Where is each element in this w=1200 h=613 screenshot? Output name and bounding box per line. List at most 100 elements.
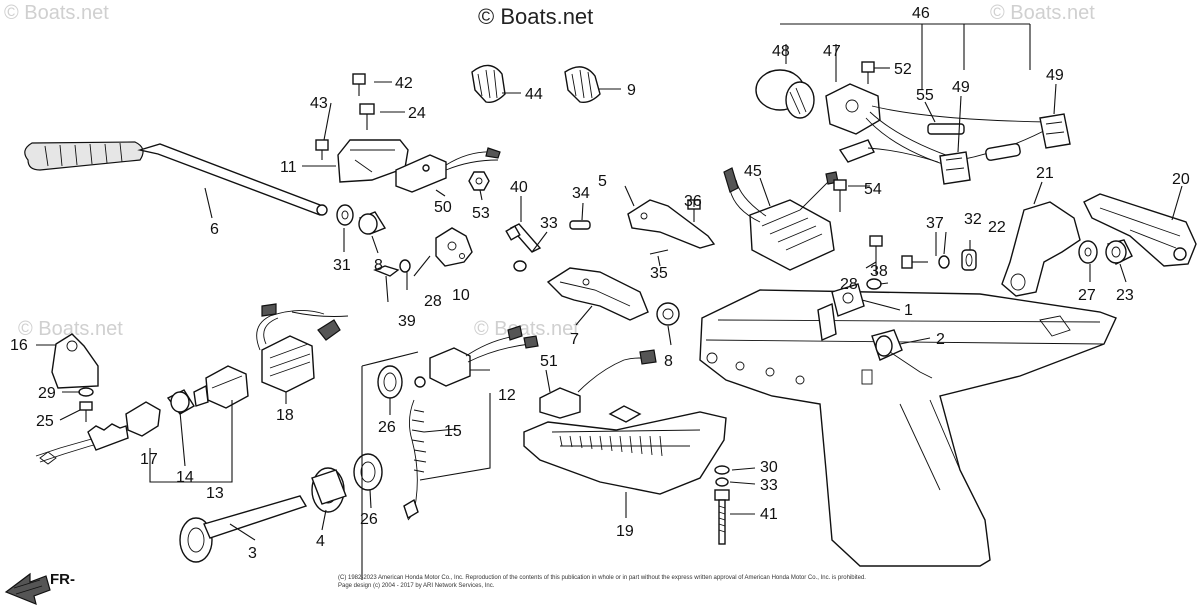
washer-32-part[interactable] xyxy=(938,255,950,269)
grommet-22-part[interactable] xyxy=(961,249,977,271)
callout-49-left[interactable]: 49 xyxy=(952,79,970,96)
callout-54[interactable]: 54 xyxy=(864,181,882,198)
grip-19-part[interactable] xyxy=(523,405,727,495)
switch-bracket-part[interactable] xyxy=(337,139,409,183)
bolt-37-part[interactable] xyxy=(901,255,928,269)
callout-53[interactable]: 53 xyxy=(472,205,490,222)
callout-46[interactable]: 46 xyxy=(912,5,930,22)
callout-50[interactable]: 50 xyxy=(434,199,452,216)
washer-27-part[interactable] xyxy=(1078,240,1098,264)
callout-11[interactable]: 11 xyxy=(280,159,297,176)
callout-3[interactable]: 3 xyxy=(248,545,257,562)
throttle-cam-7-part[interactable] xyxy=(546,267,649,321)
grommet-4-part[interactable] xyxy=(311,467,347,513)
callout-4[interactable]: 4 xyxy=(316,533,325,550)
washer-29-part[interactable] xyxy=(78,387,94,397)
clamp-44-part[interactable] xyxy=(471,64,506,104)
nut-53-part[interactable] xyxy=(468,171,490,191)
switch-2-part[interactable] xyxy=(871,329,933,379)
callout-22[interactable]: 22 xyxy=(988,219,1006,236)
washer-31-part[interactable] xyxy=(336,204,354,226)
callout-16[interactable]: 16 xyxy=(10,337,28,354)
bolt-43-part[interactable] xyxy=(315,139,329,160)
bolt-39-part[interactable] xyxy=(373,265,400,277)
fuse-cylinder-part[interactable] xyxy=(985,143,1021,161)
bolt-41-part[interactable] xyxy=(714,489,730,545)
callout-9[interactable]: 9 xyxy=(627,82,636,99)
callout-27[interactable]: 27 xyxy=(1078,287,1096,304)
callout-39[interactable]: 39 xyxy=(398,313,416,330)
callout-41[interactable]: 41 xyxy=(760,506,778,523)
bolt-25-part[interactable] xyxy=(79,401,93,422)
bushing-23-part[interactable] xyxy=(1105,239,1133,265)
callout-33-lower[interactable]: 33 xyxy=(760,477,778,494)
bolt-54-part[interactable] xyxy=(833,179,847,212)
switch-13-part[interactable] xyxy=(193,365,249,409)
bracket-16-part[interactable] xyxy=(51,333,99,389)
nut-26-lower-part[interactable] xyxy=(353,453,383,491)
callout-6[interactable]: 6 xyxy=(210,221,219,238)
cable-17-part[interactable] xyxy=(35,401,161,465)
callout-8-upper[interactable]: 8 xyxy=(374,257,383,274)
callout-30[interactable]: 30 xyxy=(760,459,778,476)
callout-31[interactable]: 31 xyxy=(333,257,351,274)
callout-42[interactable]: 42 xyxy=(395,75,413,92)
callout-34[interactable]: 34 xyxy=(572,185,590,202)
callout-48[interactable]: 48 xyxy=(772,43,790,60)
callout-7[interactable]: 7 xyxy=(570,331,579,348)
callout-21[interactable]: 21 xyxy=(1036,165,1054,182)
callout-45[interactable]: 45 xyxy=(744,163,762,180)
callout-40[interactable]: 40 xyxy=(510,179,528,196)
connector-47-part[interactable] xyxy=(825,83,881,135)
callout-38[interactable]: 38 xyxy=(870,263,888,280)
lower-case-part[interactable] xyxy=(699,289,1117,567)
lever-plate-10-part[interactable] xyxy=(435,227,473,267)
callout-18[interactable]: 18 xyxy=(276,407,294,424)
callout-28-right[interactable]: 28 xyxy=(840,276,858,293)
callout-37[interactable]: 37 xyxy=(926,215,944,232)
washer-28-left-part[interactable] xyxy=(399,259,411,273)
callout-19[interactable]: 19 xyxy=(616,523,634,540)
callout-36[interactable]: 36 xyxy=(684,193,702,210)
callout-49-right[interactable]: 49 xyxy=(1046,67,1064,84)
callout-26-lower[interactable]: 26 xyxy=(360,511,378,528)
callout-5[interactable]: 5 xyxy=(598,173,607,190)
callout-10[interactable]: 10 xyxy=(452,287,470,304)
callout-51[interactable]: 51 xyxy=(540,353,558,370)
stop-switch-12-part[interactable] xyxy=(429,325,539,387)
callout-52[interactable]: 52 xyxy=(894,61,912,78)
lever-21-part[interactable] xyxy=(1001,201,1081,297)
lanyard-15-part[interactable] xyxy=(403,376,427,521)
callout-15[interactable]: 15 xyxy=(444,423,462,440)
bolt-38-part[interactable] xyxy=(869,235,883,274)
bracket-5-part[interactable] xyxy=(627,199,716,249)
rectifier-45-part[interactable] xyxy=(723,167,839,271)
sensor-51-part[interactable] xyxy=(539,349,657,419)
bolt-52-part[interactable] xyxy=(861,61,875,84)
callout-12[interactable]: 12 xyxy=(498,387,516,404)
callout-32[interactable]: 32 xyxy=(964,211,982,228)
callout-1[interactable]: 1 xyxy=(904,302,913,319)
callout-35[interactable]: 35 xyxy=(650,265,668,282)
nut-26-upper-part[interactable] xyxy=(377,365,403,399)
clamp-9-part[interactable] xyxy=(564,66,601,104)
callout-2[interactable]: 2 xyxy=(936,331,945,348)
callout-17[interactable]: 17 xyxy=(140,451,158,468)
washer-33-lower-part[interactable] xyxy=(715,477,729,487)
collar-8-lower-part[interactable] xyxy=(656,302,680,326)
callout-33-upper[interactable]: 33 xyxy=(540,215,558,232)
callout-44[interactable]: 44 xyxy=(525,86,543,103)
callout-55[interactable]: 55 xyxy=(916,87,934,104)
fuse-holder-49-left-part[interactable] xyxy=(939,151,971,185)
callout-26-upper[interactable]: 26 xyxy=(378,419,396,436)
pin-34-part[interactable] xyxy=(569,220,591,230)
connector-48-part[interactable] xyxy=(755,69,815,119)
bolt-42-part[interactable] xyxy=(352,73,366,96)
connector-18-part[interactable] xyxy=(256,303,349,393)
bolt-40-part[interactable] xyxy=(505,223,542,253)
bolt-24-part[interactable] xyxy=(359,103,375,130)
callout-25[interactable]: 25 xyxy=(36,413,54,430)
callout-43[interactable]: 43 xyxy=(310,95,328,112)
callout-8-lower[interactable]: 8 xyxy=(664,353,673,370)
callout-28-left[interactable]: 28 xyxy=(424,293,442,310)
